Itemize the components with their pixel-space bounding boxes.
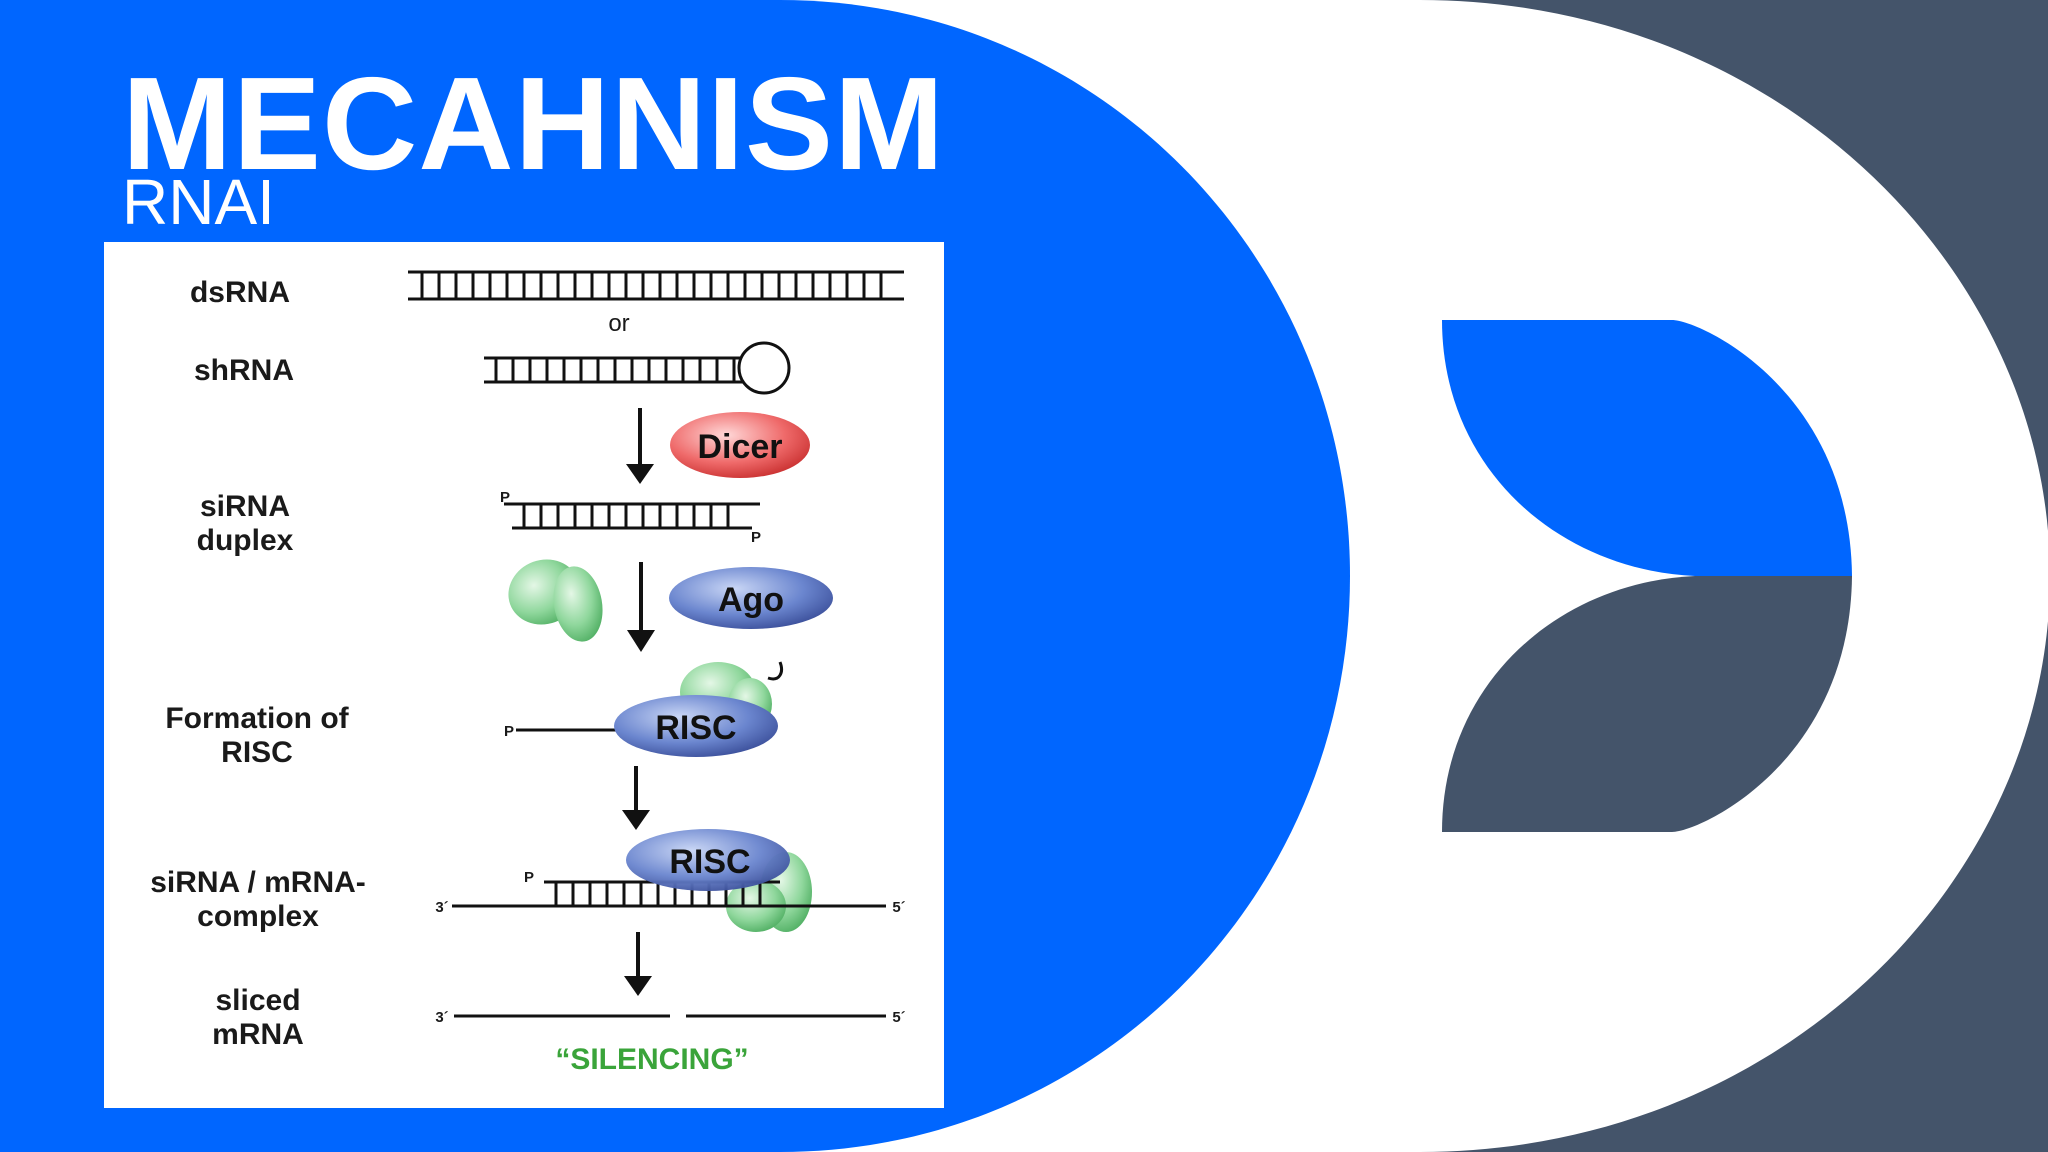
risc-complex	[614, 695, 778, 757]
slide-subtitle: RNAI	[122, 166, 275, 238]
five-prime-mark: 5´	[892, 1009, 905, 1026]
or-label: or	[608, 310, 629, 337]
label-risc-line2: RISC	[221, 736, 293, 769]
rnai-diagram: dsRNA shRNA siRNA duplex Formation of RI…	[150, 270, 906, 1076]
label-sliced-line1: sliced	[215, 984, 300, 1017]
ago-protein	[669, 567, 833, 629]
sirna-duplex	[504, 502, 760, 530]
arrow-slicing-step	[624, 932, 652, 996]
phosphate-mark: P	[524, 869, 534, 886]
dicer-label: Dicer	[697, 428, 782, 466]
phosphate-mark: P	[751, 529, 761, 546]
logo-blue-leaf	[1442, 320, 1852, 576]
label-complex-line2: complex	[197, 900, 319, 933]
label-complex-line1: siRNA / mRNA-	[150, 866, 366, 899]
risc-complex	[626, 829, 790, 891]
risc-label: RISC	[669, 843, 750, 881]
label-shrna: shRNA	[194, 354, 294, 387]
sirna-mrna-complex	[452, 829, 886, 932]
shrna-hairpin	[484, 341, 791, 395]
protein-free	[508, 559, 603, 642]
phosphate-mark: P	[504, 723, 514, 740]
background-slate-shape	[1420, 0, 2048, 1152]
arrow-dicer-step	[626, 408, 654, 484]
silencing-result: “SILENCING”	[555, 1043, 748, 1076]
arrow-risc-step	[622, 766, 650, 830]
risc-label: RISC	[655, 709, 736, 747]
risc-formation	[516, 661, 783, 757]
label-sirna-line1: siRNA	[200, 490, 290, 523]
dicer-enzyme	[670, 412, 810, 478]
dsrna-ladder	[408, 270, 904, 301]
three-prime-mark: 3´	[435, 899, 448, 916]
three-prime-mark: 3´	[435, 1009, 448, 1026]
arrow-ago-step	[627, 562, 655, 652]
rnai-diagram-panel: dsRNA shRNA siRNA duplex Formation of RI…	[104, 242, 944, 1108]
label-risc-line1: Formation of	[165, 702, 349, 735]
slide-title: MECAHNISM	[122, 50, 945, 197]
label-sirna-line2: duplex	[197, 524, 294, 557]
label-dsrna: dsRNA	[190, 276, 290, 309]
logo-slate-leaf	[1442, 576, 1852, 832]
ago-label: Ago	[718, 581, 784, 619]
five-prime-mark: 5´	[892, 899, 905, 916]
phosphate-mark: P	[500, 489, 510, 506]
label-sliced-line2: mRNA	[212, 1018, 304, 1051]
